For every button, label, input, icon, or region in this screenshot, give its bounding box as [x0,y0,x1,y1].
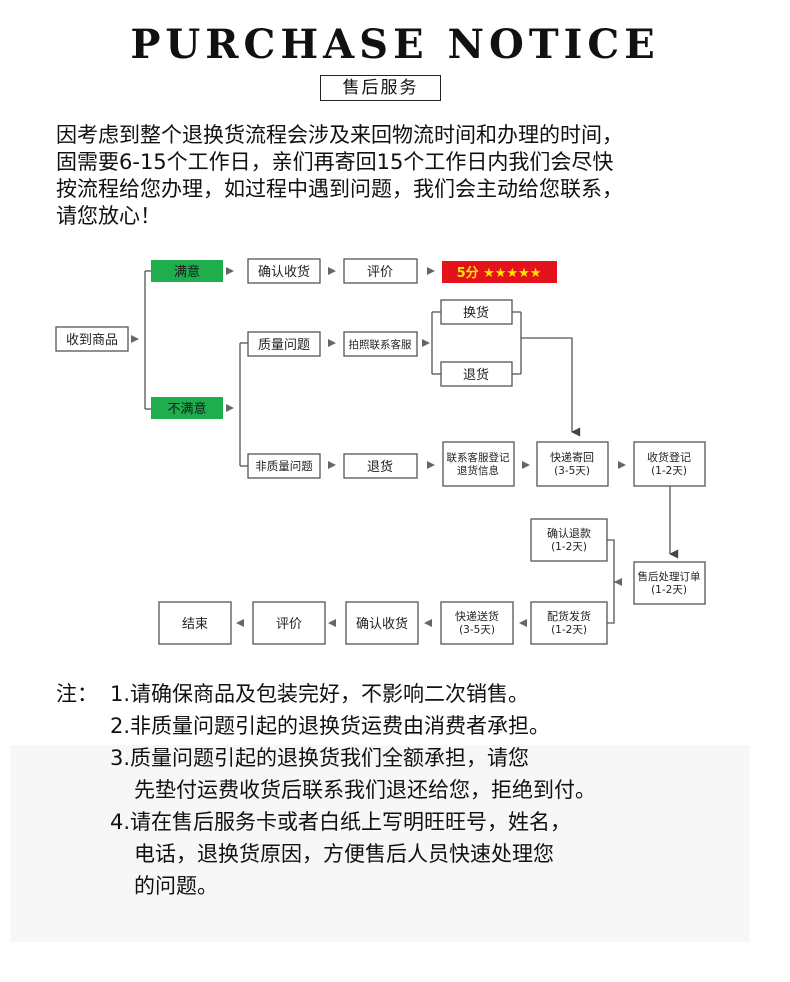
after-sale-flowchart: 收到商品 满意 确认收货 评价 5分 ★★★★★ 不满意 质量问题 拍照联系客服… [55,258,706,645]
node-five-star-label: 5分 ★★★★★ [457,265,542,281]
node-photo-contact-label: 拍照联系客服 [349,338,412,351]
node-contact-register-label-1: 联系客服登记 [447,451,510,464]
node-contact-register [442,441,515,487]
arrow-right-icon [226,404,234,412]
intro-line: 请您放心！ [56,204,161,228]
node-unsatisfied [151,397,223,419]
section-subtitle: 售后服务 [320,75,441,101]
note-item: 4.请在售后服务卡或者白纸上写明旺旺号，姓名， [110,810,572,834]
note-item: 先垫付运费收货后联系我们退还给您，拒绝到付。 [134,778,596,802]
note-item: 3.质量问题引起的退换货我们全额承担，请您 [110,746,530,770]
node-express-send-back-label-1: 快递寄回 [550,450,594,464]
note-item: 的问题。 [134,874,218,898]
node-prepare-ship [530,601,608,645]
arrow-left-icon [519,619,527,627]
node-contact-register-label-2: 退货信息 [457,464,499,477]
node-return2 [343,453,418,479]
node-non-quality-issue [247,453,321,479]
node-express-send-back-label-2: (3-5天) [554,465,590,477]
node-satisfied-label: 满意 [174,264,200,280]
arrow-right-icon [328,461,336,469]
arrow-left-icon [424,619,432,627]
note-item: 电话，退换货原因，方便售后人员快速处理您 [134,842,554,866]
node-prepare-ship-label-2: (1-2天) [551,624,587,636]
intro-paragraph: 因考虑到整个退换货流程会涉及来回物流时间和办理的时间， 固需要6-15个工作日，… [56,122,756,230]
intro-line: 按流程给您办理，如过程中遇到问题，我们会主动给您联系， [56,177,623,201]
arrow-left-icon [614,578,622,586]
node-express-delivery-label-1: 快递送货 [455,609,499,623]
arrow-right-icon [226,267,234,275]
node-five-star [442,261,557,283]
node-unsatisfied-label: 不满意 [167,401,206,417]
node-express-send-back [536,441,609,487]
node-confirm-receipt2-label: 确认收货 [356,616,408,632]
node-end-label: 结束 [182,617,208,632]
arrow-right-icon [131,335,139,343]
node-after-sale-process [633,561,706,605]
arrow-right-icon [328,339,336,347]
node-return [440,361,513,387]
note-item: 1.请确保商品及包装完好，不影响二次销售。 [110,682,530,706]
node-receipt-register-label-1: 收货登记 [647,450,691,464]
node-review2-label: 评价 [276,617,302,632]
node-review2 [252,601,326,645]
node-exchange [440,299,513,325]
node-receive-label: 收到商品 [66,333,118,348]
node-non-quality-issue-label: 非质量问题 [255,459,313,473]
node-confirm-receipt-label: 确认收货 [258,264,310,280]
arrow-right-icon [328,267,336,275]
node-confirm-receipt2 [345,601,419,645]
node-express-delivery-label-2: (3-5天) [459,624,495,636]
node-quality-issue [247,331,321,357]
node-review [343,258,418,284]
node-express-delivery [440,601,514,645]
node-photo-contact [343,331,418,357]
arrow-right-icon [618,461,626,469]
flow-arrows [131,267,626,627]
node-return-label: 退货 [463,367,489,383]
flow-connectors [144,270,679,624]
node-review-label: 评价 [367,265,393,280]
arrow-right-icon [422,339,430,347]
node-end [158,601,232,645]
intro-line: 因考虑到整个退换货流程会涉及来回物流时间和办理的时间， [56,123,623,147]
arrow-left-icon [236,619,244,627]
arrow-right-icon [427,267,435,275]
node-confirm-refund-label-2: (1-2天) [551,541,587,553]
node-confirm-receipt [247,258,321,284]
node-receive [55,326,129,352]
intro-line: 固需要6-15个工作日，亲们再寄回15个工作日内我们会尽快 [56,150,614,174]
note-item: 2.非质量问题引起的退换货运费由消费者承担。 [110,714,551,738]
notes-prefix: 注： [56,682,98,706]
node-after-sale-process-label-2: (1-2天) [651,584,687,596]
node-receipt-register-label-2: (1-2天) [651,465,687,477]
arrow-right-icon [522,461,530,469]
node-return2-label: 退货 [367,459,393,475]
arrow-left-icon [328,619,336,627]
node-confirm-refund-label-1: 确认退款 [547,526,591,540]
page-title: PURCHASE NOTICE [130,21,660,68]
node-exchange-label: 换货 [463,305,489,321]
node-confirm-refund [530,518,608,562]
notes-background [10,745,750,942]
node-quality-issue-label: 质量问题 [258,338,310,353]
node-prepare-ship-label-1: 配货发货 [547,609,591,623]
node-satisfied [151,260,223,282]
arrow-right-icon [427,461,435,469]
node-after-sale-process-label-1: 售后处理订单 [638,570,701,583]
node-receipt-register [633,441,706,487]
